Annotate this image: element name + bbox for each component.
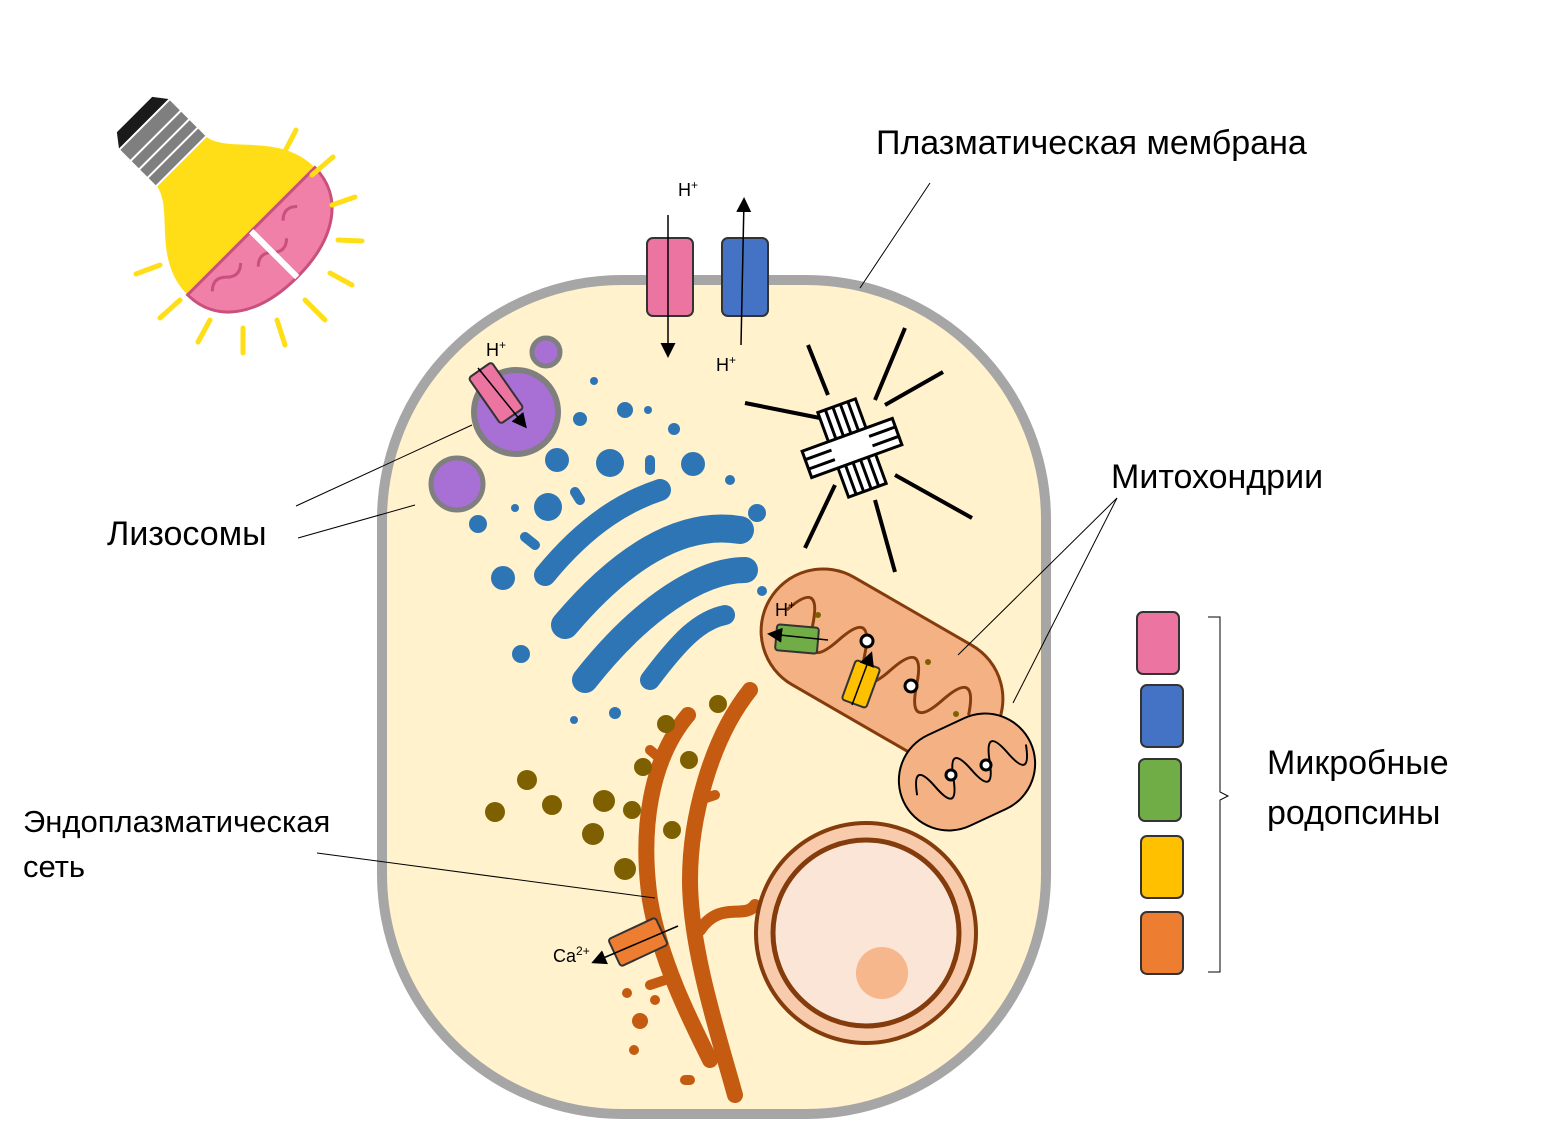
legend-orange-swatch [1140, 911, 1184, 975]
lightbulb-brain-icon [116, 96, 365, 356]
proton-efflux-arrow [736, 197, 752, 346]
legend-green-swatch [1138, 758, 1182, 822]
ion-label-h: H+ [775, 598, 795, 620]
vesicles [469, 377, 767, 724]
label-plasma-membrane: Плазматическая мембрана [876, 124, 1307, 162]
lysosomes [428, 335, 563, 513]
ribosomes [485, 695, 727, 880]
label-er-line1: Эндоплазматическая [23, 804, 330, 839]
legend-pink-swatch [1136, 611, 1180, 675]
label-mitochondria: Митохондрии [1111, 458, 1323, 496]
golgi-apparatus [520, 455, 758, 693]
legend-brace [1208, 616, 1230, 973]
legend-blue-swatch [1140, 684, 1184, 748]
endoplasmic-reticulum [638, 682, 761, 1103]
nucleus [754, 821, 978, 1045]
ion-label-h: H+ [486, 338, 506, 360]
mitochondrion-large [759, 567, 1005, 763]
calcium-efflux-arrow [591, 925, 679, 965]
ion-label-h: H+ [716, 353, 736, 375]
pink-rhodopsin-channel [646, 237, 694, 317]
rhodopsin-legend [1136, 611, 1184, 975]
mitochondrion-small [897, 712, 1037, 832]
label-rhodopsins-line2: родопсины [1267, 794, 1440, 832]
blue-rhodopsin-pump [721, 237, 769, 317]
legend-yellow-swatch [1140, 835, 1184, 899]
er-vesicles [622, 988, 660, 1055]
ion-label-h: H+ [678, 178, 698, 200]
label-rhodopsins-line1: Микробные [1267, 744, 1449, 782]
leader-lines [295, 182, 1118, 899]
ion-label-ca: Ca2+ [553, 944, 590, 966]
label-lysosomes: Лизосомы [107, 515, 267, 553]
label-er-line2: сеть [23, 849, 85, 884]
centriole [744, 327, 973, 573]
